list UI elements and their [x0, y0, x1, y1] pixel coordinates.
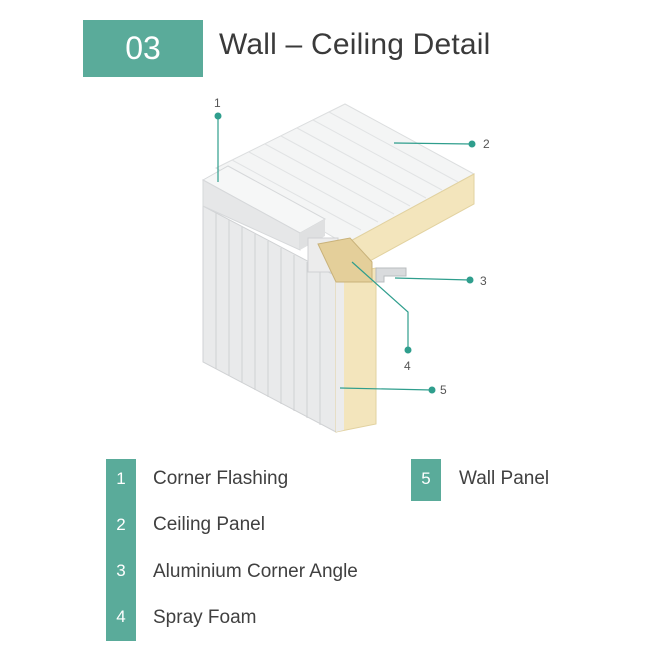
page-title: Wall – Ceiling Detail	[219, 28, 491, 61]
legend-label-spray-foam: Spray Foam	[153, 607, 257, 628]
callout-3-dot	[466, 276, 474, 284]
wall-panel-skin	[336, 274, 344, 432]
legend-num-1: 1	[116, 469, 126, 488]
callout-4-label: 4	[404, 359, 411, 373]
legend-num-5: 5	[421, 469, 431, 488]
spray-foam-fill	[317, 237, 373, 283]
legend-label-ceiling-panel: Ceiling Panel	[153, 514, 265, 535]
callout-3-label: 3	[480, 274, 487, 288]
legend-label-aluminium-corner-angle: Aluminium Corner Angle	[153, 561, 358, 582]
wall-panel-ribs	[215, 213, 321, 425]
callout-2-dot	[468, 140, 476, 148]
legend-num-4: 4	[116, 607, 126, 626]
legend-label-corner-flashing: Corner Flashing	[153, 468, 289, 489]
legend-bar-right	[411, 459, 441, 501]
callout-1-label: 1	[214, 96, 221, 110]
aluminium-corner-angle	[375, 267, 407, 283]
ceiling-panel-ribs	[231, 111, 459, 231]
callout-4-dot	[404, 346, 412, 354]
legend-bar-left	[106, 459, 136, 641]
callout-5-dot	[428, 386, 436, 394]
section-number-badge: 03	[83, 20, 203, 77]
callout-5-label: 5	[440, 383, 447, 397]
corner-flashing-end	[300, 219, 325, 250]
legend-num-2: 2	[116, 515, 126, 534]
legend-num-3: 3	[116, 561, 126, 580]
legend-label-wall-panel: Wall Panel	[459, 468, 550, 489]
callout-1-dot	[214, 112, 222, 120]
callout-2-label: 2	[483, 137, 490, 151]
